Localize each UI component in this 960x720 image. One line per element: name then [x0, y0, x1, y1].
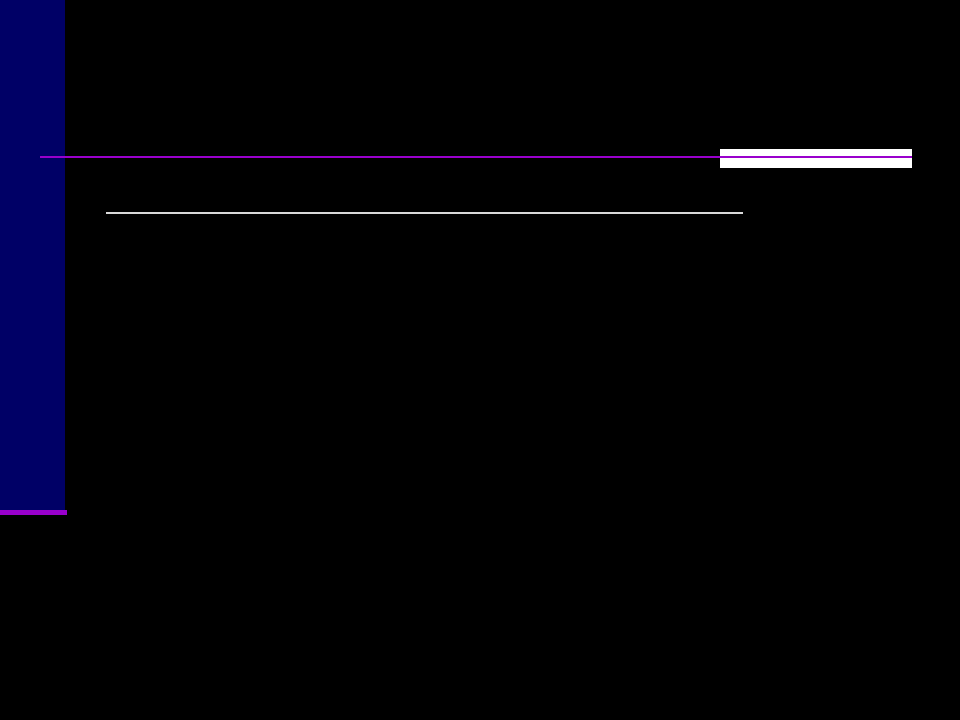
subtitle-divider-line — [106, 212, 743, 214]
left-accent-underline — [0, 510, 67, 515]
left-accent-bar — [0, 0, 65, 511]
title-accent-box — [720, 149, 912, 168]
title-divider-line — [40, 156, 912, 158]
title-accent-stripe — [720, 156, 912, 158]
